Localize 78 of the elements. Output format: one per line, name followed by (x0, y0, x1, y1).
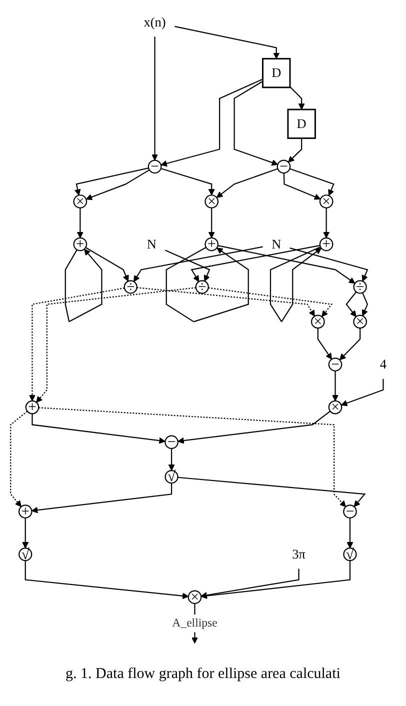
arrow (165, 250, 210, 282)
arrow (64, 248, 102, 322)
node-circle: − (343, 504, 357, 518)
arrow (200, 560, 351, 599)
node-circle: − (148, 160, 162, 174)
node-circle: √ (343, 548, 357, 562)
arrow (200, 568, 300, 598)
arrow (178, 410, 331, 444)
node-circle: × (310, 314, 325, 329)
node-circle: × (353, 314, 367, 329)
arrow (290, 168, 334, 196)
arrow (208, 287, 333, 317)
arrow (288, 138, 302, 163)
arrow (134, 246, 263, 282)
arrow (234, 80, 278, 166)
arrow (174, 26, 280, 59)
edge-label: A_ellipse (172, 616, 218, 630)
node-circle: × (188, 590, 202, 604)
arrow (346, 518, 354, 548)
arrow (178, 476, 366, 507)
node-text: N (272, 236, 282, 252)
arrow (38, 407, 346, 508)
node-box: D (287, 108, 316, 139)
arrow (317, 328, 332, 360)
node-circle: × (73, 194, 88, 208)
node-circle: − (328, 358, 342, 372)
node-circle: − (276, 160, 291, 174)
node-circle: + (73, 237, 88, 252)
arrow (85, 247, 129, 282)
node-text: x(n) (144, 14, 166, 30)
arrow (29, 288, 125, 402)
node-circle: ÷ (124, 280, 138, 294)
arrow (346, 292, 357, 317)
node-circle: × (204, 194, 219, 208)
arrow (340, 378, 384, 406)
arrow (86, 169, 150, 200)
arrow (160, 78, 263, 167)
node-circle: ÷ (353, 280, 367, 294)
node-circle: × (328, 400, 342, 414)
node-text: 4 (380, 356, 387, 372)
arrow (166, 246, 249, 322)
arrow (24, 560, 189, 600)
node-text: 3π (292, 546, 306, 562)
figure-caption: g. 1. Data flow graph for ellipse area calculati (64, 666, 342, 683)
arrow (290, 248, 368, 282)
node-box: D (262, 58, 291, 88)
node-circle: √ (164, 470, 178, 484)
node-circle: + (319, 237, 334, 252)
arrow (208, 208, 215, 238)
arrow (74, 168, 149, 196)
node-circle: − (164, 435, 178, 450)
arrow (32, 414, 166, 444)
node-circle: ÷ (195, 280, 209, 294)
node-circle: √ (18, 548, 32, 562)
arrow (270, 246, 322, 322)
arrow (283, 173, 321, 200)
arrow (339, 328, 361, 360)
arrow (31, 483, 172, 514)
arrow (160, 168, 215, 196)
node-circle: × (319, 194, 334, 208)
arrow (168, 448, 175, 471)
arrow (332, 370, 338, 402)
arrow (218, 245, 356, 284)
arrow (216, 168, 278, 198)
arrow (22, 518, 29, 548)
node-circle: + (18, 504, 32, 518)
arrow (362, 292, 368, 316)
node-text: N (146, 236, 156, 252)
node-circle: + (25, 400, 40, 414)
arrow (190, 244, 320, 282)
arrow (290, 86, 305, 110)
arrow (76, 208, 84, 238)
arrow (323, 208, 330, 238)
arrow (36, 287, 196, 403)
node-circle: + (204, 237, 219, 252)
arrow (152, 36, 158, 161)
arrow (10, 410, 28, 507)
arrow (136, 287, 315, 317)
